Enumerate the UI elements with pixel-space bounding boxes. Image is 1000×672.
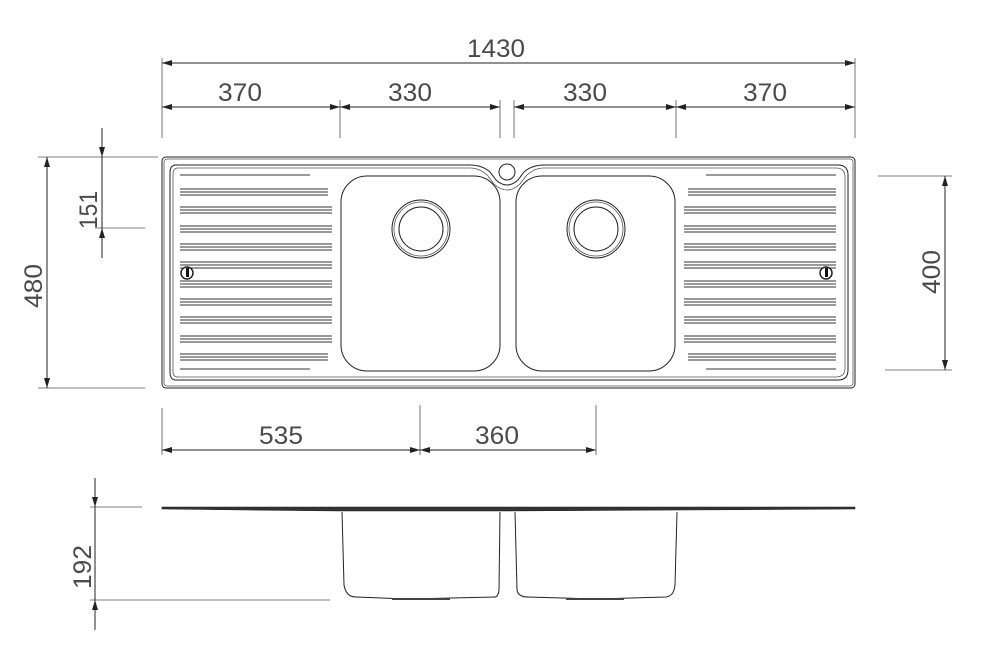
drainer-rib — [180, 225, 332, 233]
left-bowl — [340, 175, 501, 372]
dim-label-segment-1: 370 — [218, 79, 262, 107]
drainer-rib — [180, 353, 328, 361]
dim-label-overall-width: 1430 — [467, 35, 525, 63]
sink-outer-edge — [161, 156, 856, 389]
dim-label-segment-4: 370 — [743, 79, 787, 107]
right-overflow-icon — [819, 266, 833, 280]
left-drainer-ribs — [180, 174, 332, 370]
drainer-rib — [684, 316, 836, 324]
left-drain-waste — [391, 199, 451, 259]
drainer-rib — [180, 188, 328, 196]
drainer-rib — [684, 243, 836, 251]
dim-label-tap-hole-offset: 151 — [75, 191, 103, 229]
drainer-rib — [684, 298, 836, 306]
dim-label-drain-spacing: 360 — [475, 422, 519, 450]
dimension-bowl-depth: 400 — [878, 175, 952, 371]
right-drainer-ribs — [684, 174, 836, 370]
right-bowl — [515, 175, 676, 372]
sink-inner-rim — [169, 164, 849, 381]
drainer-rib — [180, 298, 332, 306]
tap-hole — [498, 163, 516, 181]
dimension-overall-depth: 480 — [20, 156, 158, 389]
drainer-rib — [180, 335, 332, 343]
drainer-rib — [180, 280, 332, 288]
drainer-rib — [688, 188, 836, 196]
dimension-bowl-height: 192 — [69, 478, 330, 630]
drainer-rib — [684, 335, 836, 343]
drainer-rib — [180, 316, 332, 324]
dimension-drain-positions: 535 360 — [161, 405, 597, 455]
dimension-tap-hole-offset: 151 — [75, 128, 145, 258]
drainer-rib — [684, 206, 836, 214]
dimension-segments: 370 330 330 370 — [162, 79, 855, 138]
left-overflow-icon — [180, 266, 194, 280]
drainer-rib — [180, 243, 332, 251]
dim-label-overall-depth: 480 — [20, 264, 48, 308]
sink-plan-view — [161, 156, 856, 389]
dim-label-segment-3: 330 — [563, 79, 607, 107]
side-view-right-bowl — [514, 511, 678, 600]
dim-label-bowl-depth: 400 — [918, 250, 946, 294]
dim-label-drain-offset: 535 — [259, 422, 303, 450]
side-view-top — [161, 506, 856, 512]
drainer-rib — [180, 206, 332, 214]
drainer-rib — [684, 225, 836, 233]
drainer-rib — [688, 353, 836, 361]
drainer-rib — [180, 261, 332, 269]
drainer-rib — [684, 261, 836, 269]
sink-side-view — [161, 506, 856, 600]
right-drain-waste — [566, 199, 626, 259]
dim-label-segment-2: 330 — [388, 79, 432, 107]
dimension-overall-width: 1430 — [161, 35, 856, 138]
dim-label-bowl-height: 192 — [69, 545, 97, 589]
drainer-rib — [684, 280, 836, 288]
side-view-left-bowl — [341, 511, 501, 600]
